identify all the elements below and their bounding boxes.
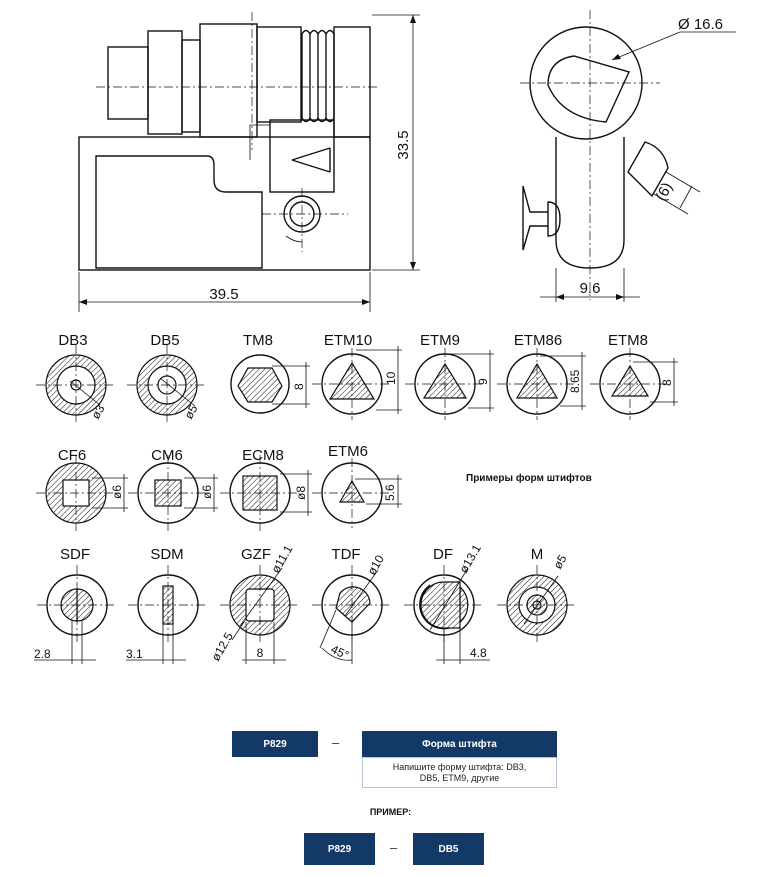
pin-gzf: GZF ø11.1 ø12.5 8 bbox=[208, 542, 300, 664]
pin-dim: 8.65 bbox=[568, 369, 582, 393]
pin-dim: ø6 bbox=[110, 485, 124, 499]
pin-db3: DB3 ø3 bbox=[36, 332, 116, 425]
side-view: Ø 16.6 (6) 9.6 bbox=[520, 10, 736, 302]
pin-label: SDM bbox=[150, 546, 183, 563]
pin-etm10: ETM10 10 bbox=[312, 332, 402, 420]
pin-sdm: SDM 3.1 bbox=[126, 546, 208, 664]
pin-label: ECM8 bbox=[242, 447, 284, 464]
pin-label: DB5 bbox=[150, 332, 179, 349]
order-code-box: P829 bbox=[232, 731, 318, 757]
spring bbox=[301, 29, 335, 123]
pin-label: ETM8 bbox=[608, 332, 648, 349]
pin-label: ETM10 bbox=[324, 332, 372, 349]
pin-db5: DB5 ø5 bbox=[127, 332, 207, 425]
dim-height-front: 33.5 bbox=[395, 130, 412, 159]
pin-dim: ø10 bbox=[364, 552, 387, 577]
pin-label: CF6 bbox=[58, 447, 86, 464]
pin-label: ETM9 bbox=[420, 332, 460, 349]
pin-ecm8: ECM8 ø8 bbox=[220, 447, 312, 531]
pin-label: CM6 bbox=[151, 447, 183, 464]
pin-tm8: TM8 8 bbox=[230, 332, 310, 414]
pin-etm9: ETM9 9 bbox=[405, 332, 494, 420]
pin-cf6: CF6 ø6 bbox=[36, 447, 128, 531]
dim-width-front: 39.5 bbox=[209, 286, 238, 303]
pin-label: TM8 bbox=[243, 332, 273, 349]
pin-dim: ø12.5 bbox=[208, 630, 236, 664]
description-line-2: DB5, ETM9, другие bbox=[419, 773, 500, 783]
examples-note: Примеры форм штифтов bbox=[466, 473, 592, 484]
pin-label: GZF bbox=[241, 546, 271, 563]
dim-width-side: 9.6 bbox=[580, 280, 601, 297]
example-code-box: P829 bbox=[304, 833, 375, 865]
pin-tdf: TDF ø10 45° bbox=[312, 546, 392, 664]
pin-label: DF bbox=[433, 546, 453, 563]
pin-m: M ø5 bbox=[497, 546, 577, 645]
pin-dim: 8 bbox=[292, 383, 306, 390]
front-view: 39.5 33.5 bbox=[78, 12, 420, 312]
pin-dim: 4.8 bbox=[470, 646, 487, 660]
dim-diameter-side: Ø 16.6 bbox=[678, 16, 723, 33]
pin-dim: ø11.1 bbox=[268, 542, 295, 575]
pin-etm86: ETM86 8.65 bbox=[497, 332, 586, 420]
pin-dim: 2.8 bbox=[34, 647, 51, 661]
pin-dim: ø5 bbox=[550, 552, 569, 571]
pin-dim: ø13.1 bbox=[456, 542, 484, 576]
pin-sdf: SDF 2.8 bbox=[34, 546, 117, 664]
order-dash: – bbox=[332, 735, 340, 750]
pin-label: DB3 bbox=[58, 332, 87, 349]
pin-dim: 10 bbox=[384, 371, 398, 385]
pin-df: DF ø13.1 4.8 bbox=[404, 542, 490, 664]
pin-dim: ø3 bbox=[88, 402, 107, 421]
pin-etm6: ETM6 5.6 bbox=[312, 443, 402, 528]
example-value-box: DB5 bbox=[413, 833, 484, 865]
pin-etm8: ETM8 8 bbox=[590, 332, 678, 420]
pin-label: TDF bbox=[331, 546, 360, 563]
dim-angle-side: (6) bbox=[653, 180, 677, 204]
pin-label: ETM6 bbox=[328, 443, 368, 460]
pin-dim: 45° bbox=[329, 642, 352, 662]
example-dash: – bbox=[390, 840, 398, 855]
description-line-1: Напишите форму штифта: DB3, bbox=[392, 762, 527, 772]
pin-shape-description: Напишите форму штифта: DB3, DB5, ETM9, д… bbox=[362, 757, 557, 788]
pin-dim: 3.1 bbox=[126, 647, 143, 661]
pin-dim: ø5 bbox=[181, 402, 200, 421]
pin-dim: 8 bbox=[660, 379, 674, 386]
pin-dim: 5.6 bbox=[383, 484, 397, 501]
pin-dim: 9 bbox=[476, 378, 490, 385]
pin-label: M bbox=[531, 546, 544, 563]
pin-dim: 8 bbox=[257, 646, 264, 660]
pin-cm6: CM6 ø6 bbox=[128, 447, 218, 531]
example-label: ПРИМЕР: bbox=[369, 807, 412, 817]
pin-shape-header: Форма штифта bbox=[362, 731, 557, 757]
pin-dim: ø8 bbox=[294, 486, 308, 500]
pin-label: ETM86 bbox=[514, 332, 562, 349]
pin-label: SDF bbox=[60, 546, 90, 563]
pin-dim: ø6 bbox=[200, 485, 214, 499]
